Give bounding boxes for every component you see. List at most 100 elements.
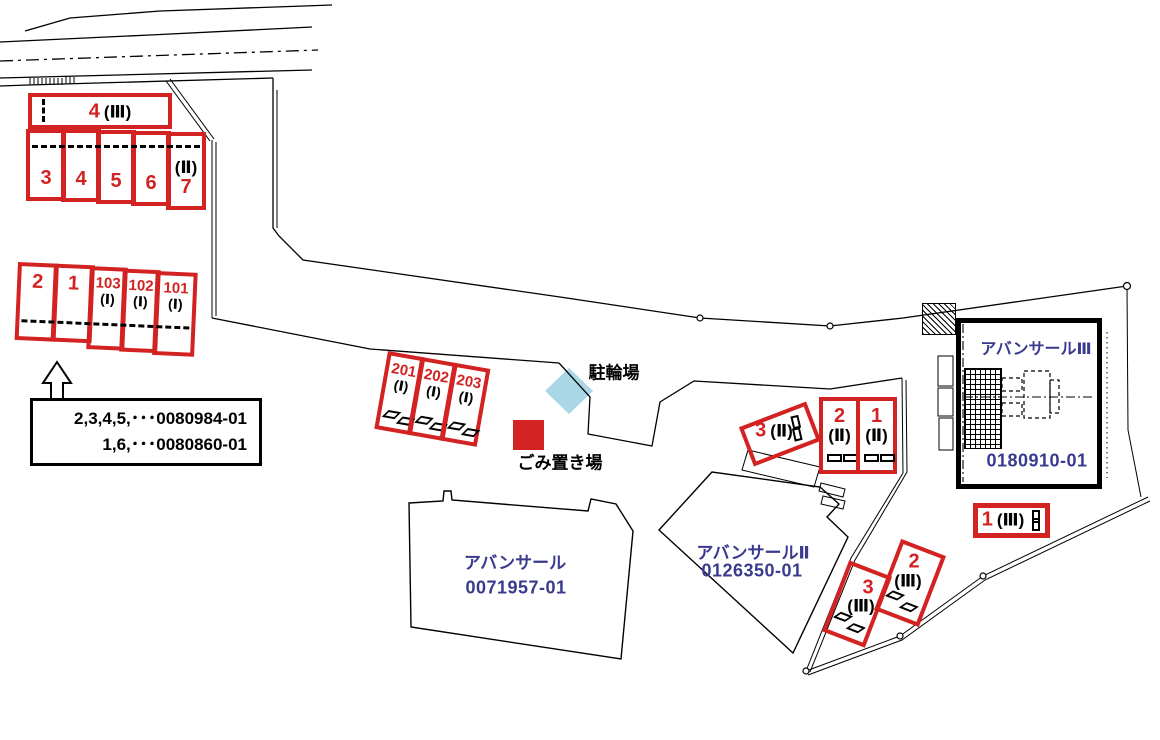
parking-space-2-II: 2 (Ⅱ) [819,397,860,474]
space-type: (Ⅱ) [770,421,793,441]
wheel-stop [1032,518,1040,531]
wheel-stop [880,454,895,462]
up-arrow-icon [41,360,73,400]
wheel-stop [381,409,402,420]
space-number: 3 [862,576,874,599]
hatched-area [964,368,1002,449]
boundary-line [807,500,1151,676]
parking-space-7: (Ⅱ) 7 [166,132,206,210]
parking-space-4-III [28,93,172,129]
parking-group-east-pair: 2 (Ⅱ) 1 (Ⅱ) [819,397,899,475]
parking-pad-outline [741,449,821,488]
space-label: (Ⅲ) [847,597,874,617]
parking-space-1-II: 1 (Ⅱ) [856,397,897,474]
space-number: 2 [833,405,846,427]
road-line [0,69,313,79]
wheel-stop [827,454,842,462]
garbage-area-marker [513,420,544,450]
survey-point [979,572,987,580]
road-line [24,4,333,32]
building-avancer2-name: アバンサールⅡ [696,543,810,563]
road-centerline [0,49,319,62]
space-number: 2 [31,270,44,294]
building-avancer2-outline [658,471,849,655]
wheel-stop [460,427,481,438]
space-type: (Ⅱ) [865,426,888,445]
boundary-line [805,496,1149,672]
building-detail [820,495,846,510]
planned-footprint-dashed [1001,377,1023,392]
building-avancer3-code: 0180910-01 [986,450,1088,471]
hatch-ticks [29,77,75,85]
space-type: (Ⅰ) [132,292,149,310]
space-label: 2 [908,550,920,573]
bicycle-parking-label: 駐輪場 [588,363,640,383]
stall-dashed-line [32,145,200,148]
space-type: (Ⅰ) [425,382,443,401]
space-type: (Ⅱ) [828,426,851,445]
legend-line-2: 1,6,･･･0080860-01 [102,435,247,454]
road-line [0,26,313,43]
contract-legend-box: 2,3,4,5,･･･0080984-01 1,6,･･･0080860-01 [30,398,262,466]
space-label: 3 (Ⅱ) [755,419,793,442]
boundary-line [1126,285,1142,498]
wheel-stop [791,427,803,442]
survey-point [696,314,704,322]
building-avancer1-name: アバンサール [463,553,567,573]
boundary-line [272,78,1128,327]
lot-top-edge [0,77,274,87]
survey-point [1122,281,1132,291]
boundary-line [165,80,211,142]
space-type: (Ⅰ) [392,376,410,395]
dashed-tick [42,99,45,122]
boundary-line [211,317,560,364]
building-avancer3-name: アバンサールⅢ [980,341,1092,358]
space-label: 3 [862,576,874,599]
space-number: 102 [128,276,154,295]
wheel-stop [864,454,879,462]
planned-footprint-dashed [1001,402,1023,417]
building-avancer1-outline [408,490,634,660]
survey-point [826,322,834,330]
building-avancer1-code: 0071957-01 [465,577,567,598]
parking-space-101: 101 (Ⅰ) [152,271,198,357]
space-label: 1 (Ⅲ) [981,508,1025,531]
wheel-stop [845,623,866,634]
parking-space-5: 5 [96,130,136,204]
boundary-line [169,78,215,140]
avancer3-plot-box [956,318,1102,489]
wheel-stop [414,415,434,425]
bicycle-parking-area [545,368,593,414]
space-type: (Ⅰ) [167,295,183,312]
space-number: 1 [870,405,883,427]
space-type: (Ⅰ) [457,387,475,407]
space-number: 2 [908,550,920,573]
parking-space-3: 3 [26,129,66,201]
space-number: 6 [145,172,157,194]
wheel-stop [446,421,467,431]
stair-structure [938,417,954,451]
stair-structure [937,355,954,387]
space-number: 1 [981,508,993,531]
boundary-line [558,362,903,447]
legend-line-1: 2,3,4,5,･･･0080984-01 [74,409,247,428]
space-number: 7 [180,176,192,198]
building-footprints [408,449,849,660]
space-number: 5 [110,170,122,192]
stair-structure [937,387,954,417]
avancer3-interior [937,324,1108,482]
parking-space-6: 6 [131,131,171,206]
space-number: 3 [755,419,767,442]
parking-group-mid-left: 2 1 103 (Ⅰ) 102 (Ⅰ) 101 (Ⅰ) [14,262,200,358]
space-number: 101 [163,279,189,298]
space-type: (Ⅰ) [99,290,116,307]
boundary-line [805,377,904,672]
space-number: 103 [95,274,122,293]
wheel-stop [884,590,906,601]
space-label: (Ⅲ) [894,572,921,592]
space-number: 1 [67,272,80,295]
boundary-lines [165,78,1151,676]
boundary-line [809,379,908,673]
